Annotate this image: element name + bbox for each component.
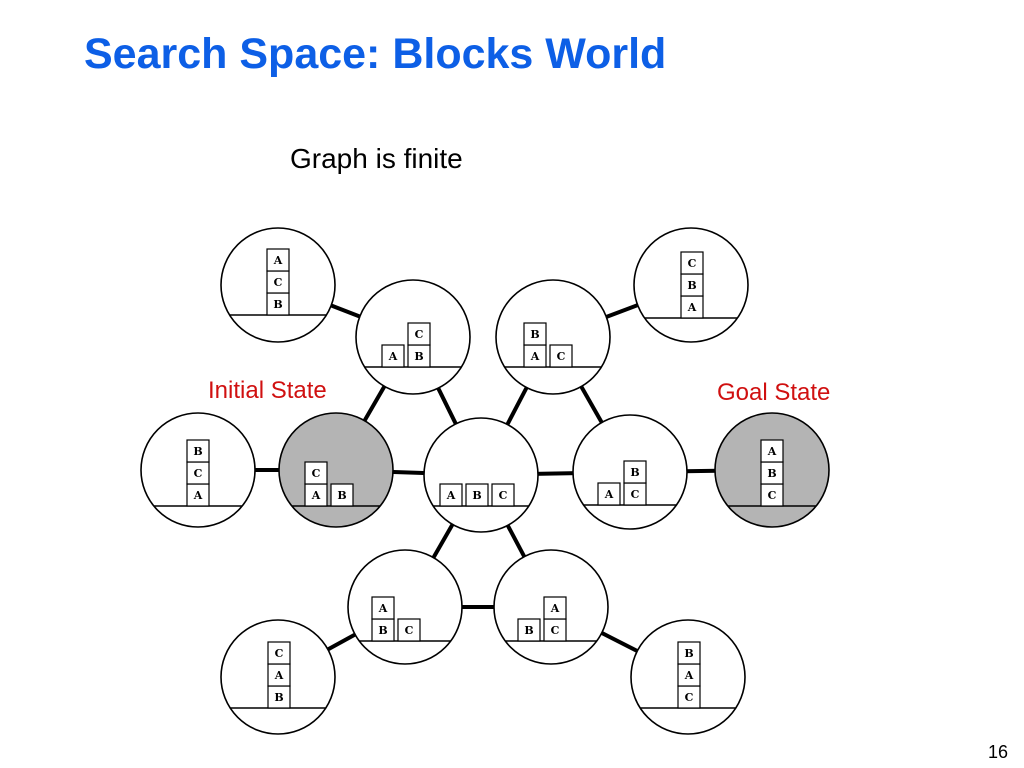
block-label: B <box>630 466 639 479</box>
block-label: B <box>472 489 481 502</box>
graph-edge <box>361 382 388 425</box>
block-label: C <box>405 624 414 637</box>
block <box>371 596 395 620</box>
edges-layer <box>252 302 719 655</box>
block <box>549 344 573 368</box>
block-label: B <box>193 445 202 458</box>
graph-edge <box>578 382 605 427</box>
block <box>266 248 290 272</box>
block <box>304 461 328 485</box>
state-node-initial: AC B <box>278 412 394 528</box>
block-label: A <box>446 489 456 502</box>
state-circle <box>278 412 394 528</box>
block-label: B <box>530 328 539 341</box>
block-label: C <box>499 489 508 502</box>
block-label: B <box>274 691 283 704</box>
block-label: B <box>767 467 776 480</box>
graph-edge <box>602 302 642 320</box>
block-label: C <box>275 647 284 660</box>
graph-edge <box>534 471 577 476</box>
initial-state-label: Initial State <box>208 377 327 404</box>
block-label: B <box>378 624 387 637</box>
block <box>439 483 463 507</box>
state-node: AB C <box>495 279 611 395</box>
state-node: CAB <box>630 619 746 735</box>
state-node: A BC <box>355 279 471 395</box>
block <box>186 439 210 463</box>
graph-edge <box>598 629 641 655</box>
block <box>760 439 784 463</box>
state-circle <box>347 549 463 665</box>
block-label: A <box>388 350 398 363</box>
block-label: C <box>631 488 640 501</box>
block <box>517 618 541 642</box>
block <box>523 322 547 346</box>
block-label: B <box>414 350 423 363</box>
goal-state-label: Goal State <box>717 379 831 406</box>
block <box>623 460 647 484</box>
block-label: A <box>378 602 388 615</box>
block-label: C <box>768 489 777 502</box>
block-label: A <box>684 669 694 682</box>
block-label: A <box>767 445 777 458</box>
block-label: C <box>274 276 283 289</box>
block <box>407 322 431 346</box>
block-label: A <box>550 602 560 615</box>
block-label: B <box>687 279 696 292</box>
state-circle <box>495 279 611 395</box>
state-node: BCA <box>220 227 336 343</box>
block-label: C <box>551 624 560 637</box>
slide-title: Search Space: Blocks World <box>84 30 667 78</box>
block <box>397 618 421 642</box>
block-label: C <box>688 257 697 270</box>
block-label: B <box>337 489 346 502</box>
block <box>267 641 291 665</box>
graph-edge <box>435 384 459 428</box>
block-label: C <box>312 467 321 480</box>
block-label: B <box>684 647 693 660</box>
state-node: A CB <box>572 414 688 530</box>
block-label: C <box>557 350 566 363</box>
page-number: 16 <box>987 742 1008 762</box>
block <box>330 483 354 507</box>
block-label: B <box>524 624 533 637</box>
block <box>491 483 515 507</box>
block-label: A <box>311 489 321 502</box>
state-node: BA C <box>347 549 463 665</box>
block <box>543 596 567 620</box>
block-label: A <box>273 254 283 267</box>
graph-edge <box>324 631 359 653</box>
block <box>597 482 621 506</box>
block-label: A <box>193 489 203 502</box>
graph-edge <box>504 383 530 429</box>
block-label: B <box>273 298 282 311</box>
block-label: A <box>687 301 697 314</box>
state-node-goal: CBA <box>714 412 830 528</box>
state-node: A B C <box>423 417 539 533</box>
state-node: BAC <box>220 619 336 735</box>
block-label: A <box>604 488 614 501</box>
state-circle <box>423 417 539 533</box>
state-node: ABC <box>633 227 749 343</box>
state-node: ACB <box>140 412 256 528</box>
block-label: C <box>194 467 203 480</box>
block-label: C <box>415 328 424 341</box>
block <box>381 344 405 368</box>
block <box>465 483 489 507</box>
block-label: A <box>274 669 284 682</box>
graph-edge <box>389 469 428 476</box>
slide-subtitle: Graph is finite <box>290 143 463 174</box>
block-label: A <box>530 350 540 363</box>
state-node: B CA <box>493 549 609 665</box>
block <box>680 251 704 275</box>
block-label: C <box>685 691 694 704</box>
block <box>677 641 701 665</box>
graph-edge <box>430 520 456 562</box>
graph-edge <box>504 521 528 561</box>
graph-edge <box>327 302 364 320</box>
